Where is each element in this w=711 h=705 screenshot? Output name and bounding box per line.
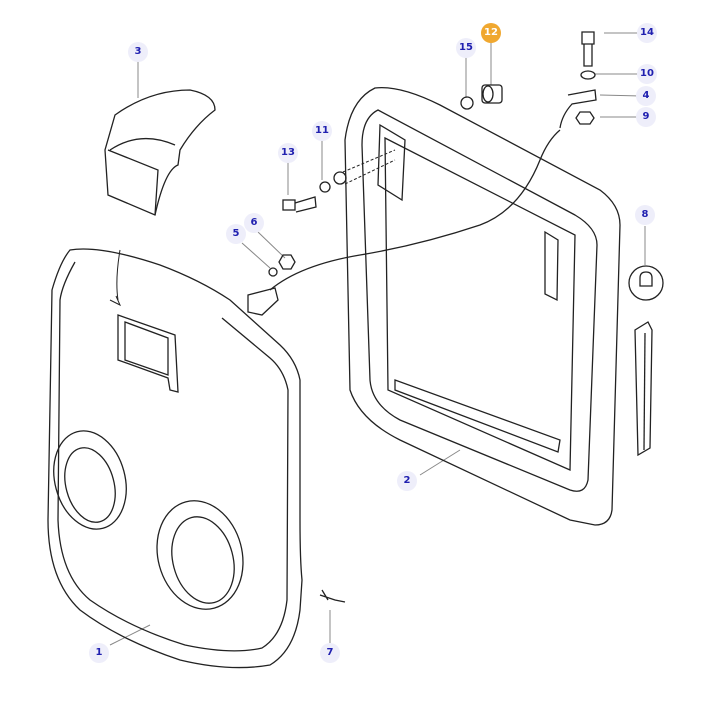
callout-15[interactable]: 15 bbox=[456, 38, 476, 58]
part-2-frame bbox=[269, 86, 621, 526]
callout-12-highlighted[interactable]: 12 bbox=[481, 23, 501, 43]
callout-3[interactable]: 3 bbox=[128, 42, 148, 62]
callout-1[interactable]: 1 bbox=[89, 643, 109, 663]
callout-8[interactable]: 8 bbox=[635, 205, 655, 225]
part-3-cap bbox=[104, 89, 216, 216]
callout-2[interactable]: 2 bbox=[397, 471, 417, 491]
callout-5[interactable]: 5 bbox=[226, 224, 246, 244]
callout-9[interactable]: 9 bbox=[636, 107, 656, 127]
part-1-cover bbox=[47, 248, 303, 669]
callout-10[interactable]: 10 bbox=[637, 64, 657, 84]
part-8-seal bbox=[628, 265, 664, 457]
leader-lines bbox=[109, 32, 646, 646]
callout-13[interactable]: 13 bbox=[278, 143, 298, 163]
callout-7[interactable]: 7 bbox=[320, 643, 340, 663]
callout-11[interactable]: 11 bbox=[312, 121, 332, 141]
callout-4[interactable]: 4 bbox=[636, 86, 656, 106]
callout-14[interactable]: 14 bbox=[637, 23, 657, 43]
callout-6[interactable]: 6 bbox=[244, 213, 264, 233]
hardware bbox=[247, 31, 597, 603]
